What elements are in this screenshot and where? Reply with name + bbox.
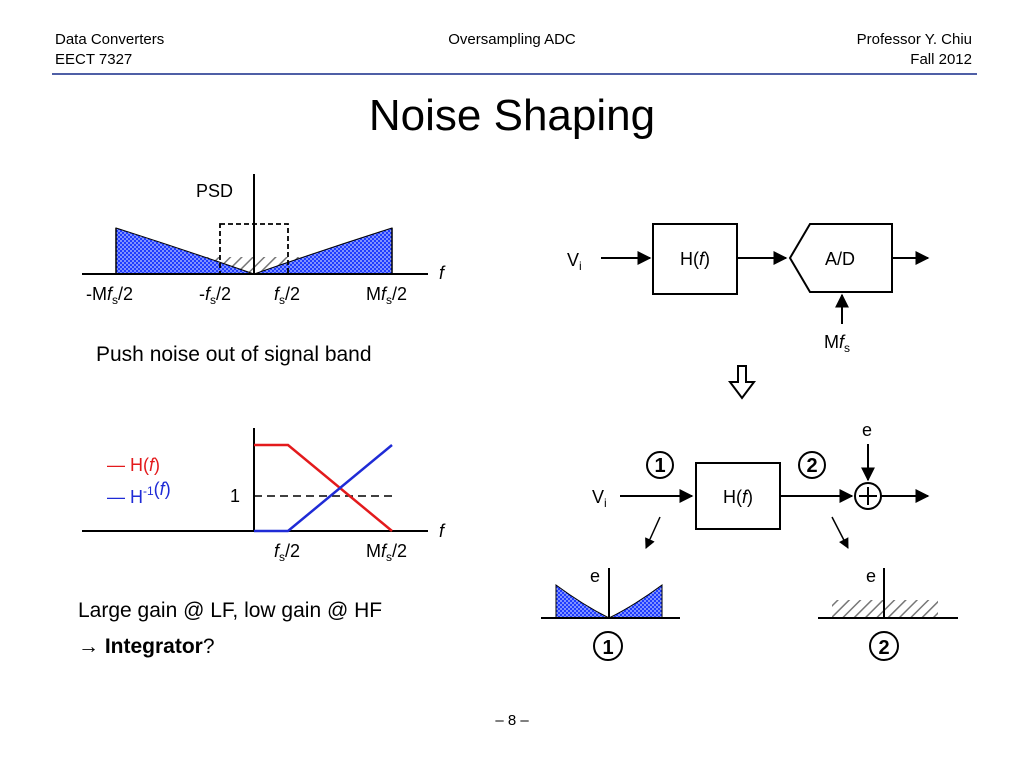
caption-psd: Push noise out of signal band bbox=[96, 343, 372, 366]
top-h-block bbox=[652, 223, 738, 295]
adc-label: A/D bbox=[825, 249, 855, 269]
node-1-marker bbox=[646, 451, 674, 479]
spectrum-2-number: 2 bbox=[878, 637, 889, 659]
header-topic: Oversampling ADC bbox=[448, 31, 576, 48]
tick-pos-mfs: Mfs/2 bbox=[366, 284, 407, 307]
tick-neg-mfs: -Mfs/2 bbox=[86, 284, 133, 307]
spectrum-2-label: e bbox=[866, 566, 876, 586]
term: Fall 2012 bbox=[910, 51, 972, 68]
error-input-label: e bbox=[862, 420, 872, 440]
equivalence-arrow bbox=[728, 365, 756, 400]
instructor-name: Professor Y. Chiu bbox=[856, 31, 972, 48]
top-h-label: H(f) bbox=[680, 249, 710, 269]
legend-hinv: — H-1(f) bbox=[107, 479, 171, 507]
caption-arrow: → bbox=[78, 635, 105, 658]
top-input-label: Vi bbox=[567, 250, 582, 273]
integrator-word: Integrator bbox=[104, 635, 203, 658]
spectrum-1-marker bbox=[593, 631, 623, 661]
header-left: Data Converters EECT 7327 bbox=[55, 30, 164, 70]
psd-plot: PSD f -Mfs/2 -fs/2 fs/2 Mfs/2 bbox=[82, 174, 446, 307]
noise-psd-right bbox=[253, 227, 393, 275]
node-1-label: 1 bbox=[654, 455, 665, 477]
node-2-label: 2 bbox=[806, 455, 817, 477]
node-2-marker bbox=[798, 451, 826, 479]
block-diagram-bottom: 1 2 e Vi H(f) bbox=[592, 420, 930, 549]
block-diagram-top: Vi H(f) A/D Mfs bbox=[567, 223, 930, 355]
course-name: Data Converters bbox=[55, 31, 165, 48]
spectrum-1-label: e bbox=[590, 566, 600, 586]
bottom-h-block bbox=[695, 462, 781, 530]
transfer-tick-fs: fs/2 bbox=[274, 541, 300, 564]
spectrum-node-1: e 1 bbox=[541, 566, 680, 661]
slide-title: Noise Shaping bbox=[368, 91, 656, 140]
noise-psd-left bbox=[115, 227, 255, 275]
unity-label: 1 bbox=[230, 486, 240, 506]
legend-h: — H(f) bbox=[107, 455, 160, 475]
spectrum-2-marker bbox=[869, 631, 899, 661]
transfer-plot: — H(f) — H-1(f) 1 f fs/2 Mfs/2 bbox=[82, 428, 446, 564]
h-curve bbox=[254, 443, 393, 532]
transfer-x-label: f bbox=[439, 521, 446, 541]
tick-pos-fs: fs/2 bbox=[274, 284, 300, 307]
psd-y-label: PSD bbox=[196, 181, 233, 201]
psd-x-label: f bbox=[439, 263, 446, 283]
caption-question: ? bbox=[202, 635, 215, 658]
clock-label: Mfs bbox=[824, 332, 850, 355]
spectrum-1-noise-right bbox=[608, 584, 663, 619]
page-number: – 8 – bbox=[495, 712, 529, 729]
header-rule bbox=[52, 73, 977, 75]
course-code: EECT 7327 bbox=[55, 51, 133, 68]
caption-gain: Large gain @ LF, low gain @ HF bbox=[78, 599, 383, 622]
tick-neg-fs: -fs/2 bbox=[199, 284, 231, 307]
bottom-input-label: Vi bbox=[592, 487, 607, 510]
header-right: Professor Y. Chiu Fall 2012 bbox=[857, 30, 972, 70]
hinv-curve bbox=[254, 444, 393, 533]
spectrum-1-noise-left bbox=[555, 584, 610, 619]
bottom-h-label: H(f) bbox=[723, 487, 753, 507]
spectrum-1-number: 1 bbox=[602, 637, 613, 659]
caption-integrator: → Integrator? bbox=[78, 632, 215, 662]
transfer-tick-mfs: Mfs/2 bbox=[366, 541, 407, 564]
spectrum-node-2: e 2 bbox=[818, 566, 958, 661]
